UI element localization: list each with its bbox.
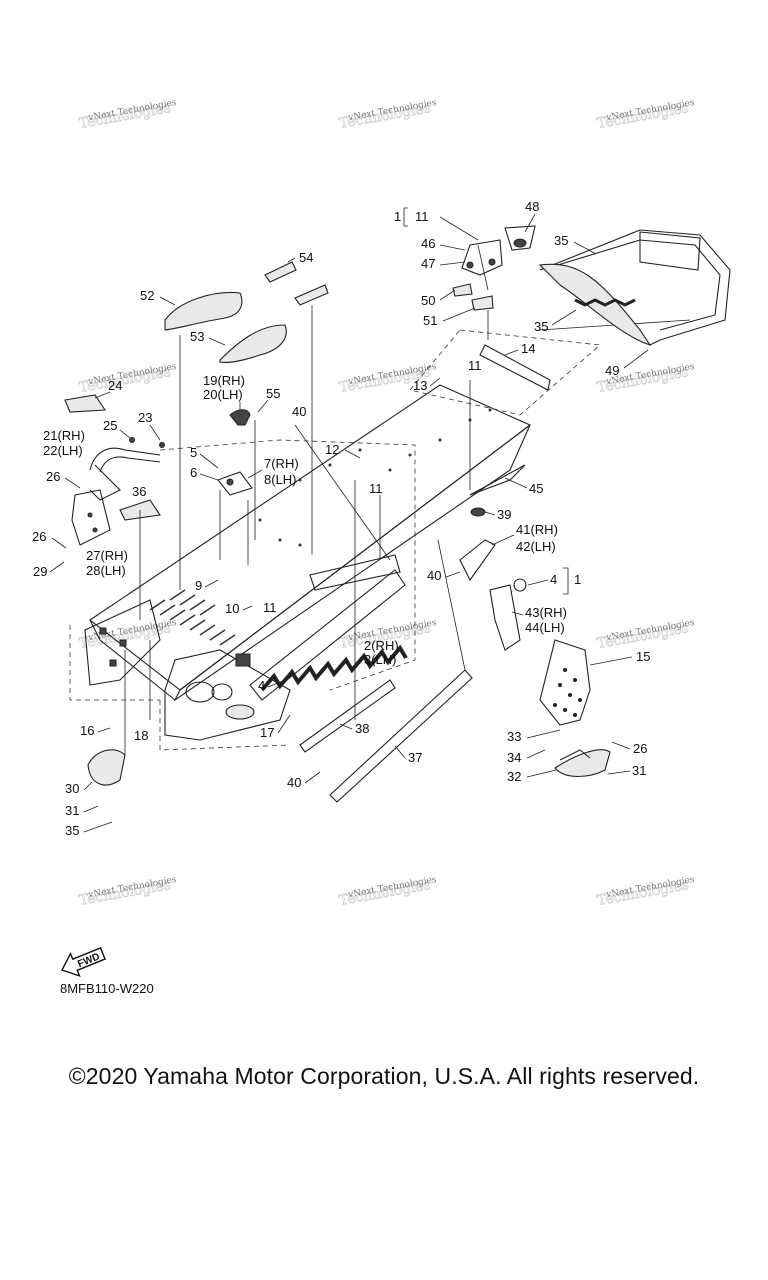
- footrest-bracket: [539, 639, 611, 778]
- callout-label: 16: [80, 723, 94, 738]
- callout-label: 11: [263, 600, 277, 615]
- callout-label: 21(RH): [43, 428, 85, 443]
- callout-label: 36: [132, 484, 146, 499]
- callout-label: 35: [554, 233, 568, 248]
- callout-label: 54: [299, 250, 313, 265]
- callout-label: 26: [32, 529, 46, 544]
- callout-label: 15: [636, 649, 650, 664]
- rear-flap-parts: [452, 225, 536, 311]
- callout-label: 42(LH): [516, 539, 556, 554]
- watermark-group: Technologies vNext Technologies Technolo…: [78, 98, 696, 909]
- callout-label: 22(LH): [43, 443, 83, 458]
- callout-label: 37: [408, 750, 422, 765]
- callout-label: 40: [287, 775, 301, 790]
- front-bulkhead: [164, 649, 291, 741]
- callout-label: 48: [525, 199, 539, 214]
- callout-label: 4: [550, 572, 557, 587]
- callout-label: 35: [65, 823, 79, 838]
- callout-label: 52: [140, 288, 154, 303]
- callout-label: 10: [225, 601, 239, 616]
- callout-label: 26: [633, 741, 647, 756]
- callout-label: 19(RH): [203, 373, 245, 388]
- callout-label: 39: [497, 507, 511, 522]
- callout-label: 40: [427, 568, 441, 583]
- callout-label: 4: [258, 678, 265, 693]
- rear-bumper: [538, 229, 731, 347]
- copyright-text: ©2020 Yamaha Motor Corporation, U.S.A. A…: [68, 1063, 700, 1089]
- callout-label: 20(LH): [203, 387, 243, 402]
- callout-label: 8(LH): [264, 472, 297, 487]
- callout-label: 31: [65, 803, 79, 818]
- running-board: [249, 554, 408, 701]
- diagram-code: 8MFB110-W220: [60, 981, 154, 996]
- callout-label: 11: [468, 358, 482, 373]
- callout-label: 3(LH): [364, 652, 397, 667]
- callout-label: 11: [415, 209, 429, 224]
- callout-label: 24: [108, 378, 122, 393]
- seat-pads: [164, 261, 329, 364]
- callout-label: 12: [325, 442, 339, 457]
- callout-label: 38: [355, 721, 369, 736]
- callout-label: 25: [103, 418, 117, 433]
- callout-label: 46: [421, 236, 435, 251]
- callout-label: 35: [534, 319, 548, 334]
- callout-label: 13: [413, 378, 427, 393]
- callout-label: 14: [521, 341, 535, 356]
- callout-label: 11: [369, 481, 383, 496]
- callout-label: 40: [292, 404, 306, 419]
- callout-labels: 1 11 48 46 47 35 50 51 35 54 52 53 14 49…: [32, 199, 650, 838]
- callout-label: 34: [507, 750, 521, 765]
- callout-label: 1: [574, 572, 581, 587]
- callout-label: 31: [632, 763, 646, 778]
- center-small-parts: [217, 409, 256, 540]
- rear-bar: [479, 344, 551, 391]
- callout-label: 5: [190, 445, 197, 460]
- fwd-arrow-icon: FWD: [61, 947, 106, 978]
- callout-label: 51: [423, 313, 437, 328]
- callout-label: 32: [507, 769, 521, 784]
- callout-label: 41(RH): [516, 522, 558, 537]
- callout-label: 7(RH): [264, 456, 299, 471]
- callout-label: 9: [195, 578, 202, 593]
- left-side-frame: [84, 599, 161, 686]
- callout-label: 28(LH): [86, 563, 126, 578]
- front-left-parts: [64, 394, 165, 546]
- side-rods: [299, 669, 473, 803]
- callout-label: 50: [421, 293, 435, 308]
- callout-label: 29: [33, 564, 47, 579]
- callout-label: 26: [46, 469, 60, 484]
- parts-diagram: Technologies vNext Technologies Technolo…: [32, 98, 731, 978]
- callout-label: 43(RH): [525, 605, 567, 620]
- callout-label: 55: [266, 386, 280, 401]
- fwd-label: FWD: [76, 951, 101, 970]
- callout-label: 23: [138, 410, 152, 425]
- callout-label: 27(RH): [86, 548, 128, 563]
- callout-label: 44(LH): [525, 620, 565, 635]
- front-plate: [87, 749, 126, 786]
- tunnel-frame: [89, 384, 532, 702]
- callout-label: 18: [134, 728, 148, 743]
- callout-label: 2(RH): [364, 638, 399, 653]
- callout-label: 33: [507, 729, 521, 744]
- callout-label: 30: [65, 781, 79, 796]
- callout-label: 49: [605, 363, 619, 378]
- callout-label: 1: [394, 209, 401, 224]
- callout-label: 6: [190, 465, 197, 480]
- side-deflector: [459, 464, 527, 651]
- callout-label: 47: [421, 256, 435, 271]
- callout-label: 53: [190, 329, 204, 344]
- callout-label: 17: [260, 725, 274, 740]
- callout-label: 45: [529, 481, 543, 496]
- leader-lines: [124, 244, 489, 755]
